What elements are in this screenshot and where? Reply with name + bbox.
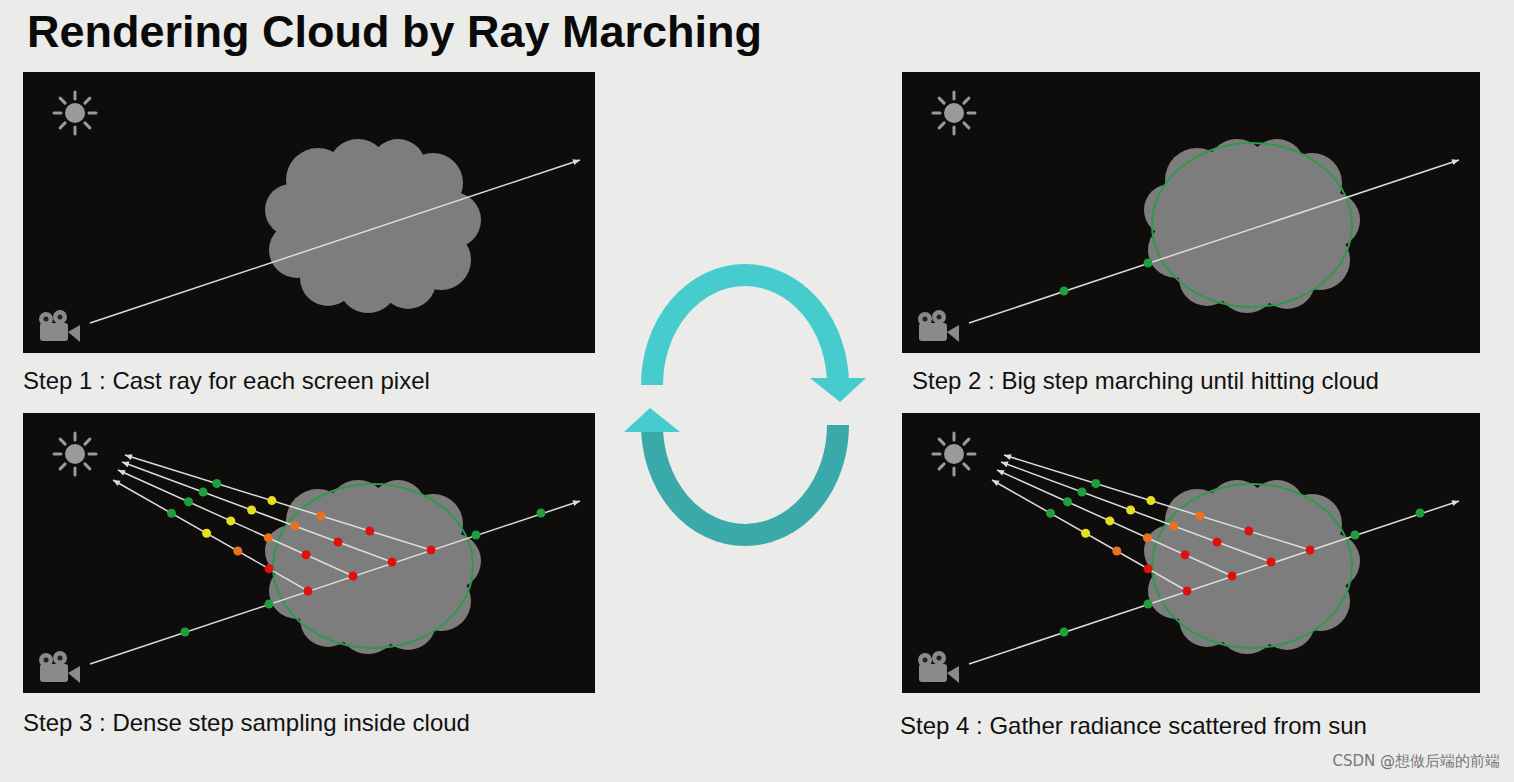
panel-illustration: [902, 413, 1480, 693]
step-panel: Step 1 : Cast ray for each screen pixel: [23, 72, 613, 402]
step-caption: Step 3 : Dense step sampling inside clou…: [23, 709, 470, 737]
watermark: CSDN @想做后端的前端: [1332, 752, 1500, 771]
panel-illustration: [902, 72, 1480, 353]
panel-illustration: [23, 72, 595, 353]
panel-illustration: [23, 413, 595, 693]
step-caption: Step 1 : Cast ray for each screen pixel: [23, 367, 430, 395]
step-panel: Step 2 : Big step marching until hitting…: [902, 72, 1502, 402]
cycle-arrows: [624, 275, 866, 535]
step-caption: Step 4 : Gather radiance scattered from …: [900, 712, 1367, 740]
step-panel: Step 4 : Gather radiance scattered from …: [898, 413, 1502, 743]
step-caption: Step 2 : Big step marching until hitting…: [912, 367, 1379, 395]
step-panel: Step 3 : Dense step sampling inside clou…: [23, 413, 613, 743]
diagram-title: Rendering Cloud by Ray Marching: [27, 6, 762, 58]
